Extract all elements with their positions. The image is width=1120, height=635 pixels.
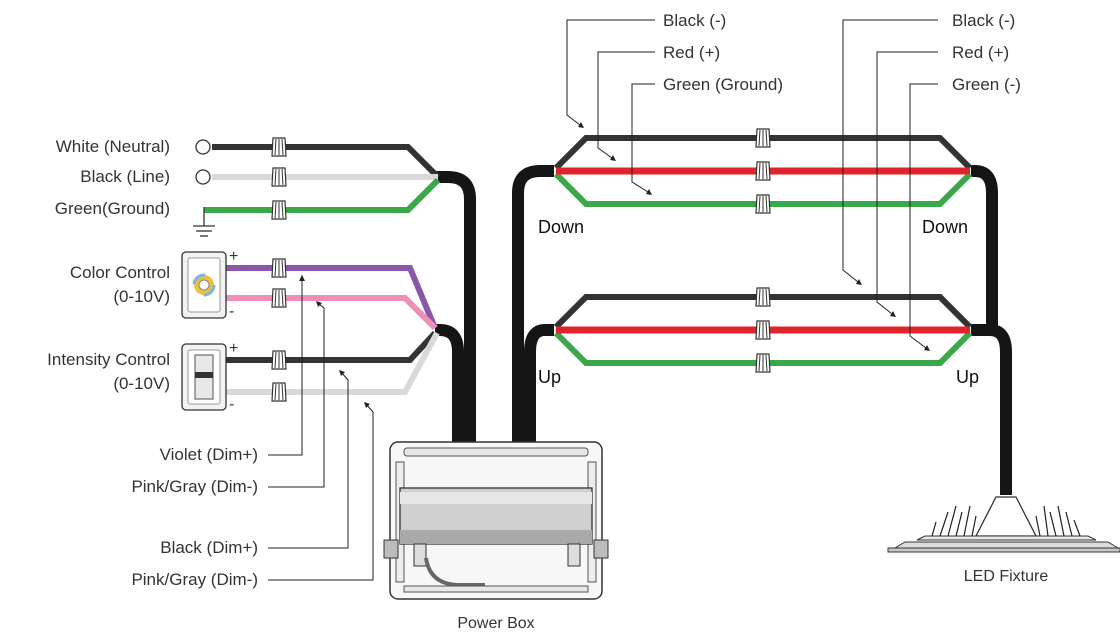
white-neutral-wire — [212, 144, 441, 180]
color-control-label: Color Control — [70, 263, 170, 282]
led-fixture-icon — [887, 496, 1120, 553]
top-leader-lines — [566, 19, 938, 351]
white-neutral-label: White (Neutral) — [56, 137, 170, 156]
dim-leader-lines — [268, 275, 374, 581]
right-black-label: Black (-) — [952, 11, 1015, 30]
power-cable — [435, 171, 476, 490]
pink-gray-dim-minus-label-2: Pink/Gray (Dim-) — [131, 570, 258, 589]
intensity-control-range-label: (0-10V) — [113, 374, 170, 393]
pink-wire — [226, 295, 438, 331]
color-control-device-icon — [181, 251, 227, 319]
down-cable-right — [971, 165, 998, 330]
right-red-label: Red (+) — [952, 43, 1009, 62]
down-cable-left — [512, 165, 554, 490]
down-label-left: Down — [538, 217, 584, 237]
up-cable-right — [971, 324, 1012, 495]
up-label-right: Up — [956, 367, 979, 387]
control-cable — [435, 324, 464, 490]
intensity-plus-label: + — [229, 340, 238, 357]
intensity-minus-label: - — [229, 396, 234, 413]
up-label-left: Up — [538, 367, 561, 387]
color-control-range-label: (0-10V) — [113, 287, 170, 306]
neutral-terminal-icon — [195, 139, 211, 155]
input-wire-nuts — [271, 137, 287, 402]
intensity-control-label: Intensity Control — [47, 350, 170, 369]
color-plus-label: + — [229, 248, 238, 265]
left-black-label: Black (-) — [663, 11, 726, 30]
up-cable-left — [524, 324, 554, 490]
violet-wire — [226, 265, 438, 330]
power-box-icon — [383, 441, 609, 600]
right-green-label: Green (-) — [952, 75, 1021, 94]
green-ground-wire — [204, 177, 441, 213]
pink-gray-dim-minus-label-1: Pink/Gray (Dim-) — [131, 477, 258, 496]
intensity-control-device-icon — [181, 343, 227, 411]
main-cables — [435, 165, 1012, 495]
black-dim-plus-label: Black (Dim+) — [160, 538, 258, 557]
left-red-label: Red (+) — [663, 43, 720, 62]
violet-dim-plus-label: Violet (Dim+) — [160, 445, 258, 464]
power-box-label: Power Box — [457, 615, 534, 632]
down-label-right: Down — [922, 217, 968, 237]
led-fixture-label: LED Fixture — [964, 568, 1049, 585]
ground-symbol-icon — [193, 207, 215, 237]
black-line-label: Black (Line) — [80, 167, 170, 186]
line-terminal-icon — [195, 169, 211, 185]
bundle-wire-nuts — [755, 128, 771, 373]
color-minus-label: - — [229, 303, 234, 320]
input-wires — [204, 144, 441, 395]
black-dim-wire — [226, 330, 438, 363]
left-green-label: Green (Ground) — [663, 75, 783, 94]
green-ground-label: Green(Ground) — [55, 199, 170, 218]
